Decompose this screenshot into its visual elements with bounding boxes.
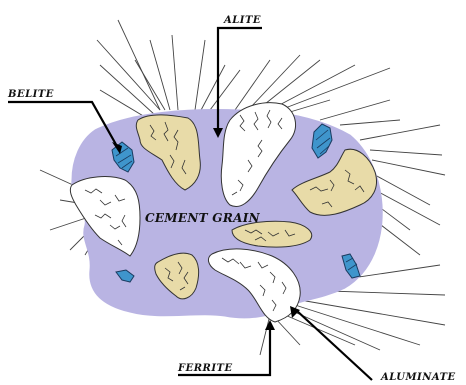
aluminate-label: ALUMINATE	[380, 372, 456, 383]
ferrite-label: FERRITE	[177, 363, 233, 374]
cement-grain-label: CEMENT GRAIN	[145, 211, 261, 225]
belite-label: BELITE	[7, 89, 54, 100]
aluminate-pointer	[296, 310, 372, 380]
alite-label: ALITE	[223, 15, 261, 26]
